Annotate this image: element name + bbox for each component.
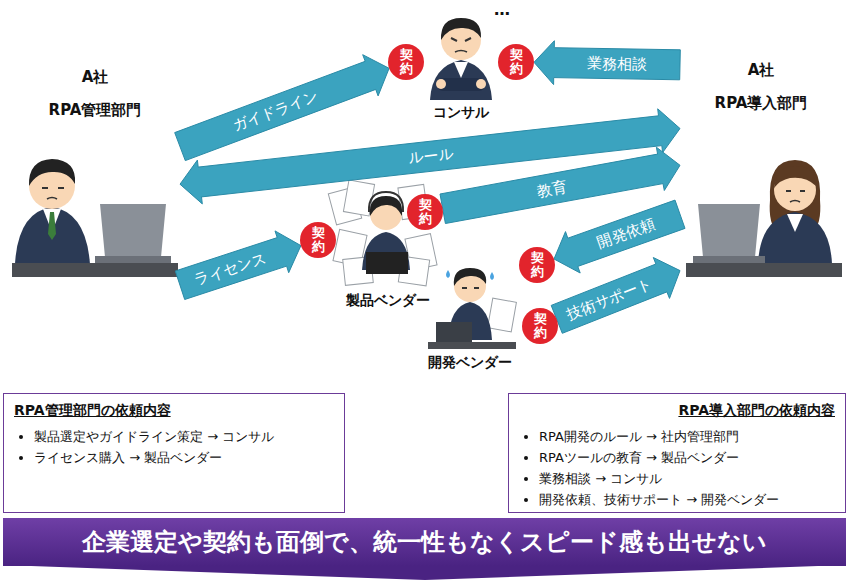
badge-text: 契約 (534, 312, 547, 341)
badge-text: 契約 (531, 251, 544, 280)
contract-badge: 契約 (498, 44, 534, 80)
arrow-label: 開発依頼 (595, 215, 658, 252)
node-text: 製品ベンダー (344, 292, 432, 310)
arrow-label: 教育 (535, 177, 568, 200)
block-arrow (554, 200, 685, 273)
node-text: A社 (748, 61, 775, 80)
block-arrow (175, 231, 301, 300)
admin-person (12, 159, 178, 277)
block-arrow (551, 258, 680, 334)
arrow-label: 業務相談 (587, 54, 647, 73)
arrow-label: 技術サポート (564, 274, 654, 324)
request-item: ライセンス購入 → 製品ベンダー (34, 447, 334, 468)
request-item: RPA開発のルール → 社内管理部門 (539, 426, 835, 447)
node-text: 企業選定や契約も面倒で、統一性もなくスピード感も出せない (82, 526, 767, 558)
node-text: RPA導入部門 (715, 94, 808, 113)
contract-badge: 契約 (300, 222, 336, 258)
party-block: A社 RPA管理部門 (10, 62, 180, 297)
request-box: RPA導入部門の依頼内容 RPA開発のルール → 社内管理部門RPAツールの教育 … (508, 393, 846, 513)
badge-text: 契約 (400, 48, 413, 77)
block-arrow (175, 55, 389, 161)
contract-badge: 契約 (388, 44, 424, 80)
request-item: 開発依頼、技術サポート → 開発ベンダー (539, 489, 835, 510)
node-text: コンサル (431, 104, 491, 122)
dev-vendor-person (428, 268, 516, 349)
arrow-label: ルール (407, 145, 454, 168)
vendor-figure: 開発ベンダー (420, 250, 520, 372)
request-item: RPAツールの教育 → 製品ベンダー (539, 447, 835, 468)
vendor-figure: コンサル (426, 2, 496, 122)
request-list: RPA開発のルール → 社内管理部門RPAツールの教育 → 製品ベンダー業務相談… (519, 426, 835, 510)
badge-text: 契約 (312, 226, 325, 255)
contract-badge: 契約 (522, 308, 558, 344)
node-text: 開発ベンダー (426, 354, 514, 372)
badge-text: 契約 (510, 48, 523, 77)
contract-badge: 契約 (407, 194, 443, 230)
box-heading: RPA管理部門の依頼内容 (14, 402, 334, 420)
arrow-label: ライセンス (193, 248, 270, 289)
node-text: A社 (82, 68, 109, 87)
consultant-person (430, 18, 492, 100)
node-text: RPA管理部門 (49, 101, 142, 120)
request-list: 製品選定やガイドライン策定 → コンサルライセンス購入 → 製品ベンダー (14, 426, 334, 468)
thought-dots: … (494, 0, 510, 19)
contract-badge: 契約 (519, 247, 555, 283)
request-item: 業務相談 → コンサル (539, 468, 835, 489)
request-box: RPA管理部門の依頼内容製品選定やガイドライン策定 → コンサルライセンス購入 … (3, 393, 345, 513)
box-heading: RPA導入部門の依頼内容 (519, 402, 835, 420)
arrow-label: ガイドライン (230, 87, 321, 135)
badge-text: 契約 (419, 198, 432, 227)
block-arrow (534, 41, 680, 85)
summary-banner: 企業選定や契約も面倒で、統一性もなくスピード感も出せない (3, 518, 846, 566)
deploy-person (686, 160, 842, 277)
product-vendor-figure (362, 192, 410, 274)
party-block: A社 RPA導入部門 (680, 55, 842, 300)
request-item: 製品選定やガイドライン策定 → コンサル (34, 426, 334, 447)
banner-point (3, 565, 846, 580)
